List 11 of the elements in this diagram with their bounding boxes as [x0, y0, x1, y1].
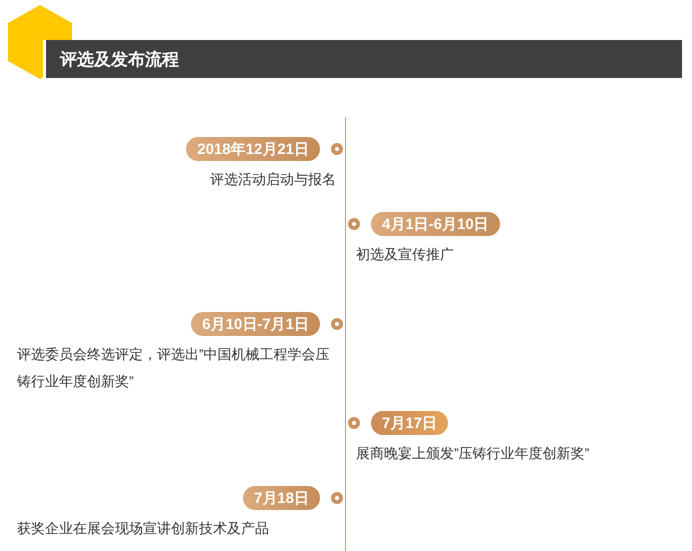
title: 评选及发布流程	[60, 48, 179, 70]
event-description: 评选活动启动与报名	[209, 170, 336, 189]
date-pill: 2018年12月21日	[186, 137, 320, 161]
date-pill: 7月17日	[371, 411, 448, 435]
date-pill: 7月18日	[242, 486, 320, 510]
date-pill: 6月10日-7月1日	[191, 312, 320, 336]
event-description: 展商晚宴上颁发”压铸行业年度创新奖”	[356, 444, 590, 463]
event-description: 初选及宣传推广	[356, 245, 455, 264]
event-description: 评选委员会终选评定，评选出”中国机械工程学会压铸行业年度创新奖”	[17, 345, 331, 391]
event-description: 获奖企业在展会现场宣讲创新技术及产品	[17, 519, 270, 538]
date-pill: 4月1日-6月10日	[371, 212, 500, 236]
